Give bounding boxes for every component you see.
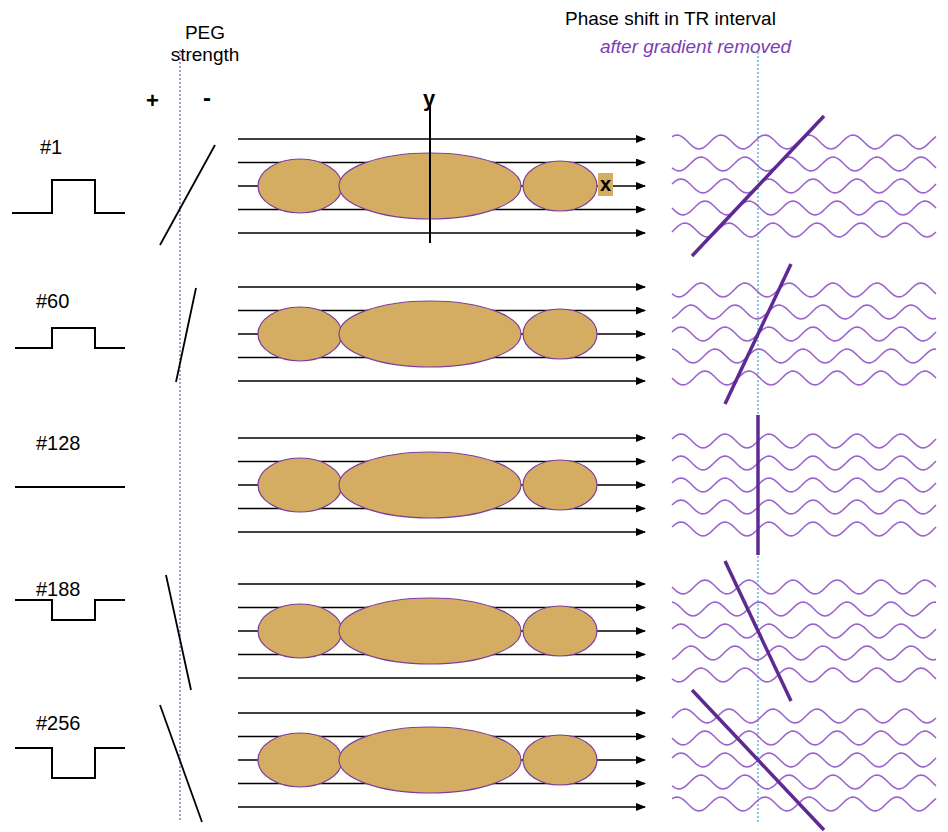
phase-wave — [672, 646, 936, 660]
phantom-ellipse — [523, 606, 597, 656]
phase-wave — [672, 522, 936, 536]
step-number: #1 — [40, 136, 62, 159]
phantom-ellipse — [523, 460, 597, 510]
phase-wave — [672, 500, 936, 514]
axis-label: x — [598, 173, 613, 196]
field-arrow — [238, 583, 645, 584]
phase-wave — [672, 602, 936, 616]
phase-wave — [672, 624, 936, 638]
phantom-ellipse — [523, 735, 597, 785]
phantom-ellipse — [258, 733, 342, 787]
field-arrow — [238, 437, 645, 438]
phase-wave — [672, 434, 936, 448]
phantom-rows — [238, 106, 645, 807]
phantom-ellipse — [339, 301, 521, 367]
phase-wave — [672, 753, 936, 767]
field-arrow — [238, 531, 645, 532]
y-axis — [429, 106, 431, 243]
column-subtitle: after gradient removed — [600, 36, 791, 58]
field-arrow — [238, 677, 645, 678]
phase-wave — [672, 179, 936, 193]
phase-wave — [672, 157, 936, 171]
reference-line — [757, 52, 758, 822]
sign-label: - — [203, 84, 211, 112]
gradient-lines — [160, 145, 215, 822]
phase-wave — [672, 349, 936, 363]
phantom-ellipse — [339, 452, 521, 518]
phase-wave — [672, 305, 936, 319]
phase-wave — [672, 327, 936, 341]
field-arrow — [238, 806, 645, 807]
phase-slope-line — [725, 264, 791, 404]
phase-wave — [672, 456, 936, 470]
phase-wave — [672, 283, 936, 297]
phase-slope-line — [692, 116, 824, 256]
phase-wave — [672, 201, 936, 215]
phantom-ellipse — [339, 727, 521, 793]
field-arrow — [238, 138, 645, 139]
phase-wave — [672, 580, 936, 594]
phase-wave — [672, 775, 936, 789]
phase-wave — [672, 478, 936, 492]
zero-line — [179, 50, 180, 822]
field-arrow — [238, 232, 645, 233]
sign-label: + — [146, 88, 159, 113]
phantom-ellipse — [258, 159, 342, 213]
step-number: #128 — [36, 432, 81, 455]
phantom-ellipse — [258, 307, 342, 361]
phase-waves — [672, 116, 936, 830]
phase-slope-line — [756, 415, 760, 555]
phase-slope-line — [725, 561, 791, 701]
phase-wave — [672, 731, 936, 745]
field-arrow — [238, 380, 645, 381]
field-arrow — [238, 286, 645, 287]
field-arrow — [238, 712, 645, 713]
phantom-ellipse — [339, 598, 521, 664]
step-number: #256 — [36, 712, 81, 735]
phantom-ellipse — [523, 161, 597, 211]
step-number: #60 — [36, 290, 69, 313]
step-number: #188 — [36, 578, 81, 601]
axis-title: PEG strength — [160, 22, 250, 66]
pulse-waveforms — [12, 180, 125, 778]
phantom-ellipse — [523, 309, 597, 359]
phantom-ellipse — [258, 458, 342, 512]
column-title: Phase shift in TR interval — [565, 8, 776, 30]
phase-wave — [672, 371, 936, 385]
phantom-ellipse — [258, 604, 342, 658]
axis-label: y — [423, 86, 435, 111]
phase-slope-line — [692, 690, 824, 830]
phase-wave — [672, 668, 936, 682]
